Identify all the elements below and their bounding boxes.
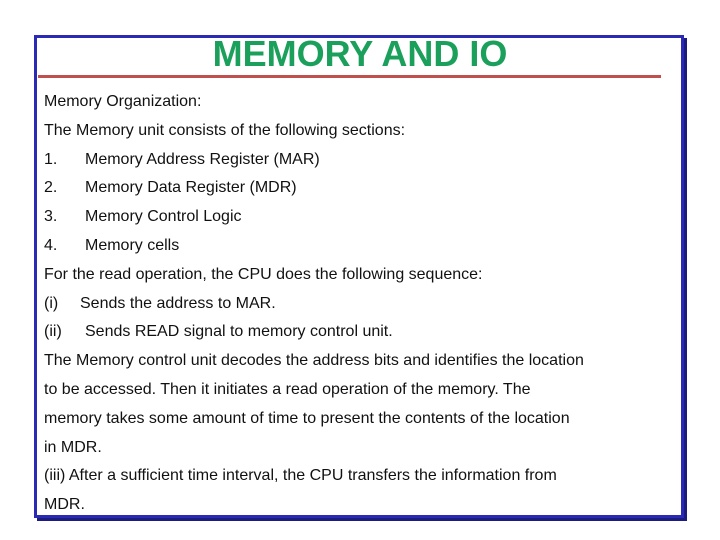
list-number: 4. — [44, 236, 58, 254]
final-line-1: (iii) After a sufficient time interval, … — [44, 467, 557, 485]
list-number: 1. — [44, 150, 58, 168]
step-text: Sends READ signal to memory control unit… — [85, 323, 393, 341]
list-item-mar: 1. Memory Address Register (MAR) — [44, 146, 676, 175]
list-item-control-logic: 3. Memory Control Logic — [44, 203, 676, 232]
intro-text: The Memory unit consists of the followin… — [44, 121, 406, 139]
list-item-cells: 4. Memory cells — [44, 232, 676, 261]
paragraph-line-4: in MDR. — [44, 438, 102, 456]
paragraph-line-2: to be accessed. Then it initiates a read… — [44, 380, 531, 398]
title-underline — [38, 75, 661, 78]
step-number: (i) — [44, 294, 59, 312]
paragraph-line-1: The Memory control unit decodes the addr… — [44, 352, 584, 370]
section-heading: Memory Organization: — [44, 93, 202, 110]
read-operation-intro: For the read operation, the CPU does the… — [44, 265, 483, 283]
list-text: Memory cells — [85, 236, 180, 254]
final-line-2: MDR. — [44, 496, 85, 514]
list-text: Memory Data Register (MDR) — [85, 179, 297, 197]
list-number: 2. — [44, 179, 58, 197]
list-item-mdr: 2. Memory Data Register (MDR) — [44, 174, 676, 203]
step-number: (ii) — [44, 323, 62, 341]
step-item-2: (ii) Sends READ signal to memory control … — [44, 318, 676, 347]
list-text: Memory Control Logic — [85, 208, 242, 226]
slide-body: Memory Organization: The Memory unit con… — [44, 88, 676, 520]
list-text: Memory Address Register (MAR) — [85, 150, 320, 168]
paragraph-line-3: memory takes some amount of time to pres… — [44, 409, 570, 427]
slide-title: MEMORY AND IO — [212, 33, 508, 74]
slide-frame — [34, 35, 684, 518]
list-number: 3. — [44, 208, 58, 226]
step-item-1: (i) Sends the address to MAR. — [44, 290, 676, 319]
step-text: Sends the address to MAR. — [80, 294, 276, 312]
